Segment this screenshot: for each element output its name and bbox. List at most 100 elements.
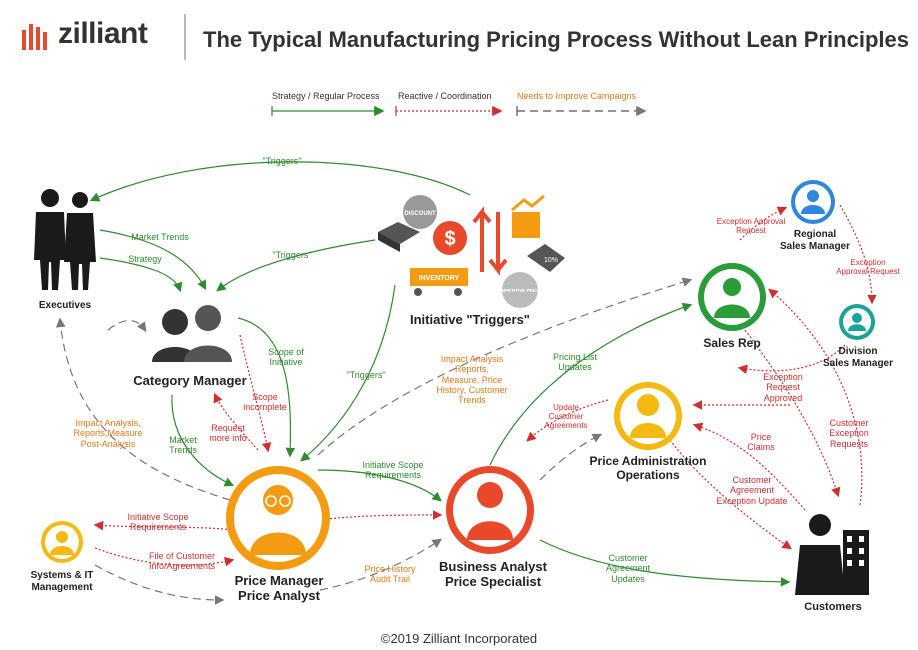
edge-label-update-customer-1: Update (553, 403, 579, 412)
edge-scope-incomplete (239, 334, 272, 453)
edge-label-impact-post-2: Reports,Measure (73, 428, 143, 439)
edge-label-market-trends-low: Market Trends (158, 435, 208, 456)
edge-label-request-more-2: more info (209, 433, 247, 444)
edge-label-scope-incomplete-2: incomplete (243, 402, 287, 413)
edge-exception-approval-request (739, 206, 788, 241)
regional-label-line2: Sales Manager (779, 240, 851, 252)
edge-customer-agreement-updates (539, 539, 791, 587)
division-label: Division Sales Manager (812, 346, 904, 369)
edge-label-customer-agreement-exception: Customer Agreement Exception Update (702, 475, 802, 506)
edge-label-initiative-scope-req-1: Initiative Scope (362, 460, 424, 470)
copyright-footer: ©2019 Zilliant Incorporated (380, 631, 538, 646)
edge-label-triggers-mid: "Triggers" (272, 250, 312, 260)
edge-pm-to-ba (317, 510, 443, 521)
executives-label: Executives (38, 300, 92, 311)
edge-exception-approval-request-right (839, 204, 877, 305)
edge-label-exception-approved: Exception Request Approved (752, 372, 814, 403)
division-label-line2: Sales Manager (822, 357, 894, 369)
edge-customer-exception-requests (768, 288, 863, 506)
edge-label-market-trends-low-1: Market (169, 435, 197, 445)
sales-rep-label: Sales Rep (703, 336, 761, 350)
edge-label-ear-1: Exception Approval (716, 217, 786, 226)
business-analyst-label: Business Analyst Price Specialist (423, 559, 563, 590)
legend-strategy: Strategy / Regular Process (272, 91, 380, 101)
regional-sales-manager-avatar (791, 180, 835, 224)
edge-label-strategy: Strategy (128, 254, 162, 264)
dollar-icon-text: $ (444, 228, 455, 250)
edge-label-request-more: Request more info (200, 423, 256, 444)
edge-label-update-customer-3: Agreements (544, 421, 588, 431)
edge-label-ce-1: Customer (829, 418, 869, 428)
edge-label-exception-approval-request-right: Exception Approval Request (825, 258, 911, 276)
edge-label-scope-of-initiative: Scope of Initiative (258, 347, 314, 368)
business-analyst-label-line2: Price Specialist (444, 573, 542, 589)
edge-label-market-trends: Market Trends (131, 232, 189, 242)
sales-rep-avatar (698, 263, 766, 331)
business-analyst-avatar (446, 466, 534, 554)
edge-label-initiative-scope-left-1: Initiative Scope (127, 512, 189, 522)
edge-strategy (99, 257, 183, 293)
edge-label-ce-2: Exception (829, 428, 869, 439)
category-manager-label: Category Manager (133, 373, 247, 388)
discount-icon-text: DISCOUNT (404, 211, 436, 217)
edge-file-customer (94, 547, 235, 567)
edge-label-update-customer: Update Customer Agreements (535, 403, 597, 431)
edge-salesrep-to-customers (744, 329, 841, 498)
edge-label-pricing-list: Pricing List Updates (540, 352, 610, 373)
edge-label-pricing-list-2: Updates (558, 362, 592, 373)
edge-label-price-history-1: Price History (364, 564, 416, 574)
edge-label-initiative-scope-req: Initiative Scope Requirements (348, 460, 438, 481)
edge-label-impact-reports-3: Measure, Price (441, 374, 503, 385)
page-title: The Typical Manufacturing Pricing Proces… (203, 27, 909, 52)
edge-label-cau-2: Agreement (605, 563, 651, 574)
initiative-triggers-icon: DISCOUNT $ 10% INVENTORY COMPETITIVE PRI… (378, 194, 565, 308)
edge-customer-agreement-exception (669, 439, 792, 550)
edge-label-impact-reports-4: History, Customer (436, 385, 508, 396)
edge-label-triggers-low: "Triggers" (346, 370, 386, 380)
price-admin-label-line2: Operations (616, 467, 680, 482)
edge-label-cae-2: Agreement (729, 485, 775, 496)
division-sales-manager-avatar (839, 304, 875, 340)
price-manager-label: Price Manager Price Analyst (210, 573, 348, 604)
division-label-line1: Division (838, 346, 878, 357)
edge-label-scope-of-initiative-2: Initiative (269, 357, 303, 368)
edge-market-trends-low (171, 394, 235, 487)
edge-label-earr-1: Exception (850, 258, 886, 267)
initiative-triggers-label: Initiative "Triggers" (410, 312, 530, 327)
edge-label-impact-reports-5: Trends (458, 395, 486, 406)
price-administration-avatar (614, 382, 682, 450)
edge-label-ear-2: Request (736, 226, 766, 236)
customers-icon (795, 514, 869, 595)
edge-label-impact-post-analysis: Impact Analysis, Reports,Measure Post-An… (60, 418, 156, 449)
edge-label-request-more-1: Request (211, 423, 245, 433)
edge-initiative-scope-req (317, 469, 442, 502)
edge-label-pricing-list-1: Pricing List (552, 352, 597, 362)
edge-label-cau-1: Customer (608, 553, 648, 563)
edge-label-cae-3: Exception Update (716, 495, 788, 506)
edge-label-impact-post-1: Impact Analysis, (75, 418, 141, 428)
edge-label-cae-1: Customer (732, 475, 772, 485)
price-manager-label-line1: Price Manager (234, 573, 324, 588)
edge-systems-to-pm (94, 564, 225, 605)
systems-it-avatar (41, 521, 83, 563)
edge-label-price-history: Price History Audit Trail (355, 564, 425, 585)
executives-icon (34, 189, 96, 290)
edge-triggers-top (89, 161, 471, 202)
edge-label-impact-post-3: Post-Analysis (80, 438, 136, 449)
edge-label-initiative-scope-req-2: Requirements (364, 470, 422, 481)
edge-label-scope-incomplete-1: Scope (252, 392, 278, 402)
edge-request-more-info (213, 392, 259, 451)
brand-logo: zilliant (58, 17, 148, 50)
edge-label-initiative-scope-left: Initiative Scope Requirements (112, 512, 204, 533)
edge-label-exception-approval-request: Exception Approval Request (706, 217, 796, 235)
edge-label-earr-2: Approval Request (836, 267, 900, 277)
edge-label-impact-reports-1: Impact Analysis (440, 354, 504, 364)
edge-label-file-customer: File of Customer Info/Agreements (137, 551, 227, 572)
edge-label-scope-incomplete: Scope incomplete (235, 392, 295, 413)
edge-label-initiative-scope-left-2: Requirements (129, 522, 187, 533)
edge-market-trends (99, 229, 207, 291)
edge-label-price-claims: Price Claims (738, 432, 784, 453)
edge-label-scope-of-initiative-1: Scope of (268, 347, 304, 357)
edge-label-price-history-2: Audit Trail (369, 574, 411, 585)
